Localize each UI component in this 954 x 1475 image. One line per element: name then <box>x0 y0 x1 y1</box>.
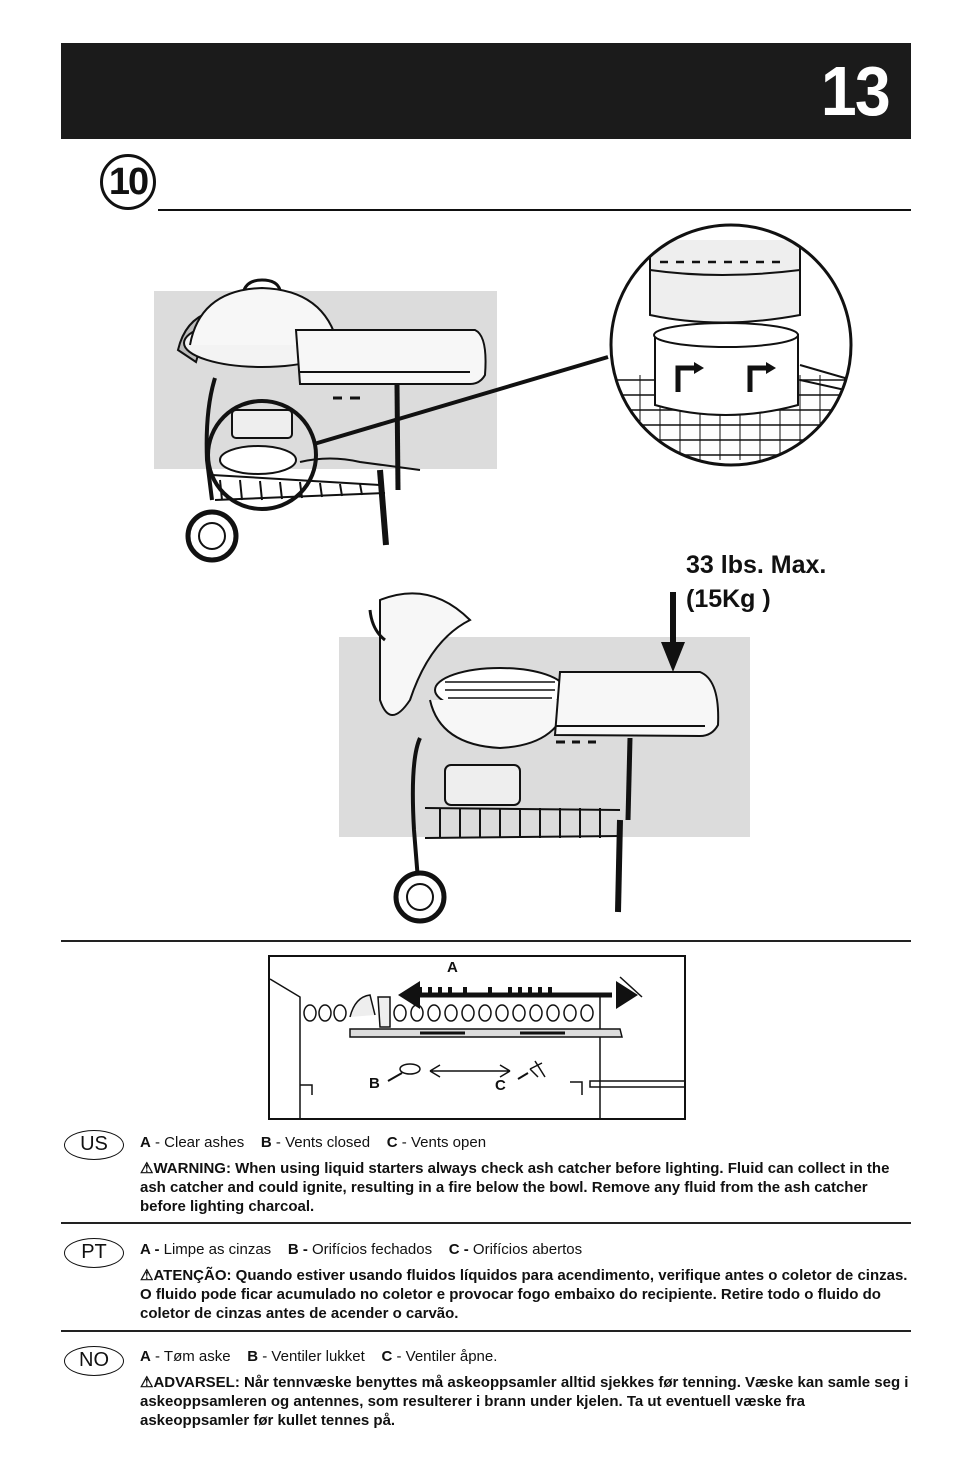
vent-diagram-drawing <box>270 976 684 1118</box>
legend-us-c-key: C <box>386 1134 398 1151</box>
step-divider <box>158 209 911 211</box>
legend-pt-a-text: Limpe as cinzas <box>159 1241 272 1258</box>
lang-badge-pt: PT <box>64 1238 124 1268</box>
upper-grill-drawing <box>176 278 609 563</box>
warning-no: ⚠ADVARSEL: Når tennvæske benyttes må ask… <box>140 1374 909 1429</box>
grill-assembly-illustration <box>154 223 853 924</box>
step-number-badge: 10 <box>100 154 156 210</box>
legend-pt-c-key: C - <box>448 1241 469 1258</box>
legend-us-b-text: - Vents closed <box>271 1134 371 1151</box>
warning-us: ⚠WARNING: When using liquid starters alw… <box>140 1160 890 1215</box>
legend-us-b-key: B <box>260 1134 272 1151</box>
max-weight-note: 33 lbs. Max. (15Kg ) <box>686 548 826 616</box>
ash-catcher-detail-drawing <box>609 223 853 467</box>
lang-badge-no: NO <box>64 1346 124 1376</box>
lower-grill-drawing <box>368 592 720 924</box>
vent-diagram: A B C <box>268 955 686 1120</box>
legend-pt-b-text: Orifícios fechados <box>307 1241 433 1258</box>
legend-no-c-text: - Ventiler åpne. <box>392 1348 498 1365</box>
legend-pt-c-text: Orifícios abertos <box>468 1241 583 1258</box>
vent-label-c: C <box>495 1077 506 1094</box>
page-number: 13 <box>821 52 891 130</box>
max-weight-kg: (15Kg ) <box>686 585 771 613</box>
legend-pt: A - Limpe as cinzas B - Orifícios fechad… <box>140 1241 582 1259</box>
legend-us-a-text: - Clear ashes <box>150 1134 245 1151</box>
legend-us-c-text: - Vents open <box>397 1134 487 1151</box>
legend-pt-a-key: A - <box>140 1241 160 1258</box>
legend-pt-b-key: B - <box>287 1241 308 1258</box>
page-header-bar: 13 <box>61 43 911 139</box>
legend-no-a-key: A <box>140 1348 151 1365</box>
legend-us-a-key: A <box>140 1134 151 1151</box>
section-divider <box>61 1330 911 1332</box>
legend-us: A - Clear ashes B - Vents closed C - Ven… <box>140 1134 486 1152</box>
legend-no: A - Tøm aske B - Ventiler lukket C - Ven… <box>140 1348 497 1366</box>
vent-label-b: B <box>369 1075 380 1092</box>
vent-label-a: A <box>447 959 458 976</box>
legend-no-c-key: C <box>381 1348 393 1365</box>
legend-no-a-text: - Tøm aske <box>150 1348 231 1365</box>
legend-no-b-key: B <box>247 1348 259 1365</box>
section-divider <box>61 940 911 942</box>
section-divider <box>61 1222 911 1224</box>
warning-pt: ⚠ATENÇÃO: Quando estiver usando fluidos … <box>140 1267 908 1322</box>
lang-badge-us: US <box>64 1130 124 1160</box>
legend-no-b-text: - Ventiler lukket <box>258 1348 365 1365</box>
max-weight-lbs: 33 lbs. Max. <box>686 551 827 579</box>
